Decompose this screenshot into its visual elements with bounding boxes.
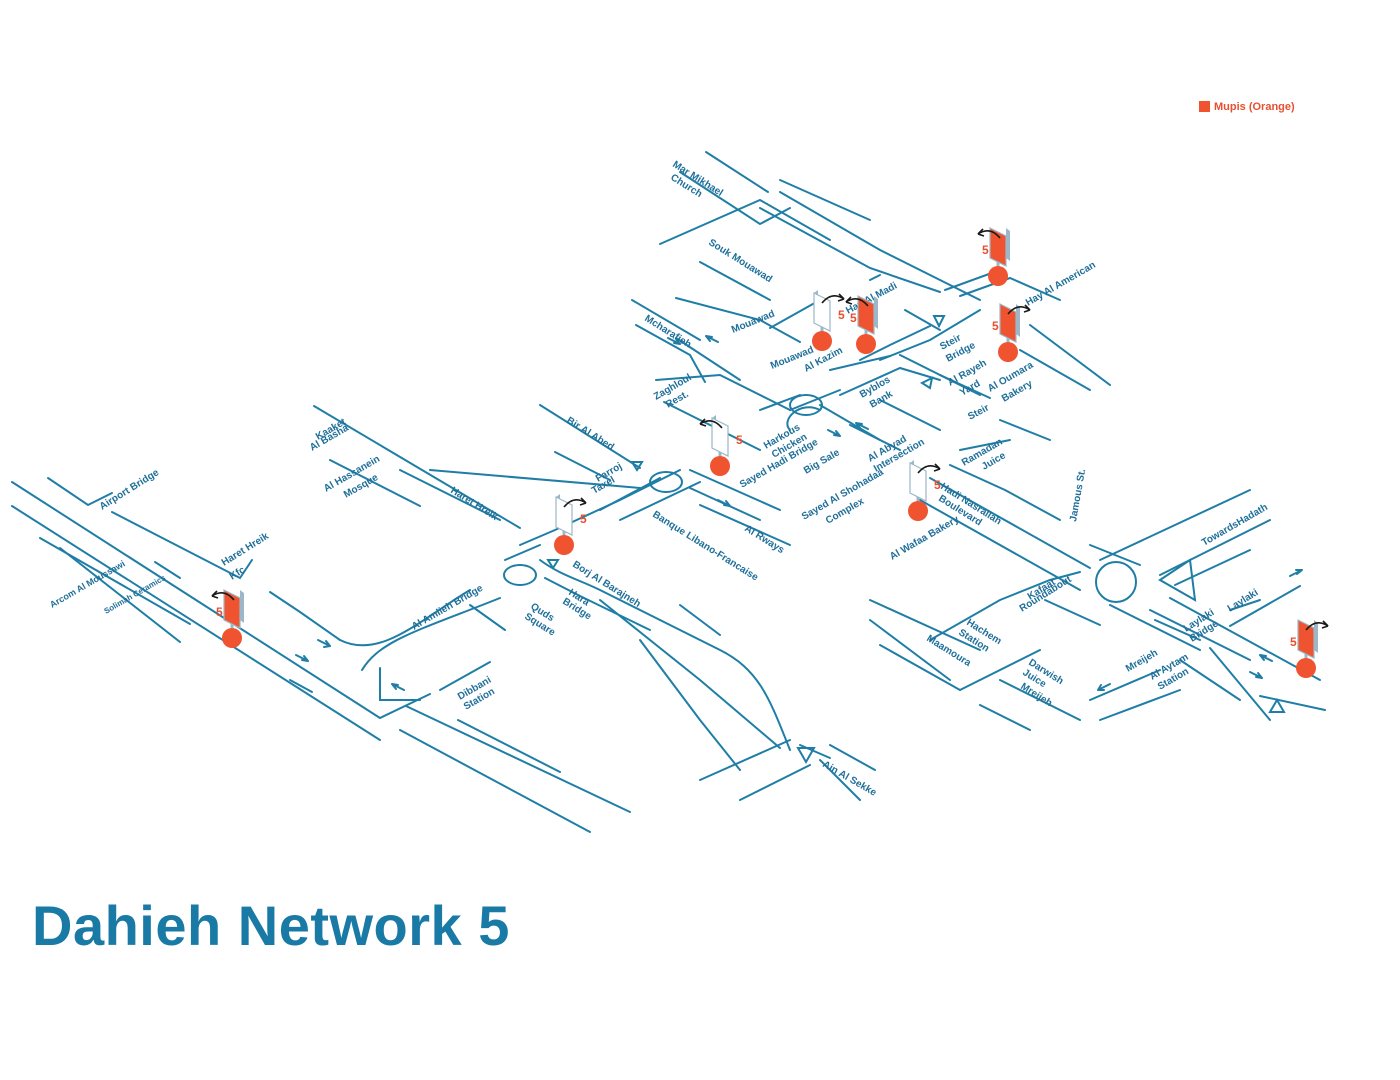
mupi-icon [999,303,1017,343]
arrow-head-icon [933,463,941,472]
road-network [11,151,1326,833]
site-number: 5 [934,478,941,492]
label-mouawad-1: Mouawad [730,309,776,336]
mupi-site[interactable]: 5 [992,303,1031,362]
mupi-icon [1297,619,1315,659]
mupi-site[interactable]: 5 [554,494,587,555]
site-number: 5 [982,243,989,257]
label-souk-mouawad: Souk Mouawad [706,237,774,285]
mupi-site[interactable]: 5 [845,295,878,354]
mupi-icon [909,462,927,502]
legend-label: Mupis (Orange) [1214,101,1295,113]
label-airport-bridge: Airport Bridge [98,467,162,512]
site-number: 5 [216,605,223,619]
mupi-panel-side [240,590,244,623]
location-marker-icon [222,628,242,648]
mupi-icon [711,417,729,457]
legend: Mupis (Orange) [1199,101,1295,113]
mupi-icon [989,227,1007,267]
site-number: 5 [992,319,999,333]
page-title: Dahieh Network 5 [32,894,510,957]
location-marker-icon [812,331,832,351]
label-bir-al-abed: Bir Al Abed [564,415,615,453]
site-number: 5 [850,311,857,325]
label-hay-al-american: Hay Al American [1024,260,1098,309]
label-haret-hreik-road: Haret Hreik [448,485,499,523]
mupi-icon [555,496,573,536]
arrow-head-icon [845,296,853,305]
mupi-panel-side [874,296,878,329]
label-kfc: Kfc [228,564,248,582]
mupi-site[interactable]: 5 [908,460,941,521]
legend-swatch [1199,101,1210,112]
label-haret-hreik: Haret Hreik [220,531,271,569]
location-marker-icon [554,535,574,555]
mupi-panel-side [1016,304,1020,337]
arrow-head-icon [1023,304,1031,313]
mupi-icon [813,292,831,332]
location-marker-icon [710,456,730,476]
label-steir-2: Steir [966,402,991,422]
site-number: 5 [736,433,743,447]
arrow-head-icon [837,293,845,302]
arrow-head-icon [699,418,707,427]
location-marker-icon [988,266,1008,286]
arrow-head-icon [1321,620,1329,629]
location-marker-icon [1296,658,1316,678]
location-marker-icon [908,501,928,521]
arrow-head-icon [579,497,587,506]
site-number: 5 [838,308,845,322]
arrow-head-icon [977,228,985,237]
label-jamous-st: Jamous St. [1068,468,1088,523]
mupi-site[interactable]: 5 [977,227,1010,286]
location-marker-icon [998,342,1018,362]
mupi-panel-side [1314,620,1318,653]
mupi-site[interactable]: 5 [211,589,244,648]
site-number: 5 [1290,635,1297,649]
mupi-site[interactable]: 5 [699,415,743,476]
site-number: 5 [580,512,587,526]
arrow-head-icon [211,590,219,599]
mupi-site[interactable]: 5 [1290,619,1329,678]
mupi-site[interactable]: 5 [812,290,845,351]
label-al-wafaa-bakery: Al Wafaa Bakery [888,514,961,563]
label-banque: Banque Libano-Francaise [650,509,760,583]
mupi-icon [857,295,875,335]
location-marker-icon [856,334,876,354]
label-ain-al-sekke: Ain Al Sekke [821,759,879,799]
mupi-panel-side [1006,228,1010,261]
mupi-icon [223,589,241,629]
